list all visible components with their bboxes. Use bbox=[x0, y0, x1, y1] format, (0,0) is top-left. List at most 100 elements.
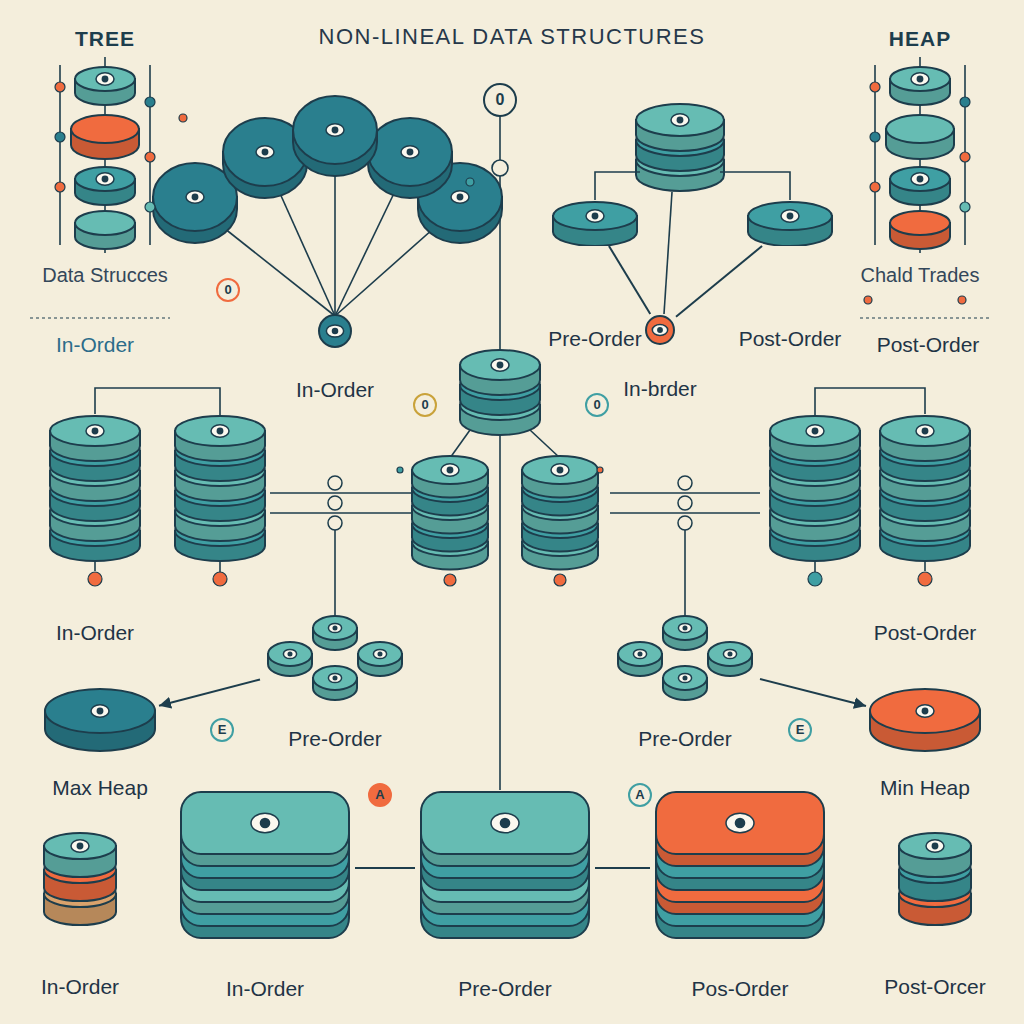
node-shape bbox=[260, 612, 410, 708]
eye-icon bbox=[86, 425, 104, 438]
disc-top bbox=[770, 416, 860, 446]
eye-icon bbox=[401, 146, 419, 159]
eye-pupil bbox=[922, 708, 929, 715]
disc-top bbox=[313, 616, 357, 640]
node-label: In-Order bbox=[56, 620, 134, 645]
eye-pupil bbox=[102, 76, 109, 83]
node-label: Pre-Order bbox=[638, 726, 731, 751]
eye-pupil bbox=[77, 843, 84, 850]
node-shape bbox=[175, 788, 355, 948]
wire bbox=[684, 525, 686, 616]
node-label: Pre-Order bbox=[288, 726, 381, 751]
node-label: Post-Orcer bbox=[884, 974, 986, 999]
disc-top bbox=[886, 115, 954, 143]
node-shape bbox=[317, 313, 353, 349]
junction-circle bbox=[328, 516, 342, 530]
junction-circle bbox=[678, 516, 692, 530]
node-shape bbox=[45, 413, 145, 588]
eye-icon bbox=[71, 840, 89, 853]
node-label: In-Order bbox=[296, 377, 374, 402]
structure-node: Pre-Order bbox=[260, 612, 410, 751]
node-shape bbox=[610, 612, 760, 708]
wire bbox=[924, 561, 926, 571]
eye-icon bbox=[441, 464, 459, 477]
eye-pupil bbox=[727, 651, 732, 656]
eye-pupil bbox=[377, 651, 382, 656]
dot bbox=[864, 296, 872, 304]
structure-node: Pre-Order bbox=[548, 200, 641, 351]
disc-top bbox=[663, 666, 707, 690]
structure-node: Min Heap bbox=[866, 685, 984, 800]
structure-node: In-Order bbox=[175, 788, 355, 1001]
eye-icon bbox=[211, 425, 229, 438]
dot bbox=[870, 182, 880, 192]
node-shape bbox=[41, 685, 159, 757]
slab-top bbox=[656, 792, 824, 854]
disc-top bbox=[175, 416, 265, 446]
callout-number: E bbox=[210, 718, 234, 742]
eye-icon bbox=[781, 210, 799, 223]
eye-icon bbox=[326, 325, 343, 337]
disc-top bbox=[553, 202, 637, 230]
node-shape bbox=[549, 200, 641, 246]
dot bbox=[444, 574, 456, 586]
structure-node: In-brder bbox=[623, 314, 697, 401]
node-shape bbox=[644, 314, 676, 346]
dot bbox=[597, 467, 603, 473]
dot bbox=[870, 132, 880, 142]
eye-icon bbox=[326, 124, 344, 137]
wire bbox=[270, 512, 420, 514]
disc-top bbox=[522, 456, 598, 484]
eye-pupil bbox=[332, 328, 339, 335]
wire bbox=[860, 317, 990, 318]
node-label: Pre-Order bbox=[458, 976, 551, 1001]
dot bbox=[466, 178, 474, 186]
node-shape bbox=[855, 57, 985, 253]
wire bbox=[664, 192, 672, 314]
node-label: In-brder bbox=[623, 376, 697, 401]
eye-pupil bbox=[932, 843, 939, 850]
wire bbox=[450, 430, 470, 458]
wire bbox=[720, 172, 790, 200]
junction-circle bbox=[328, 496, 342, 510]
dot bbox=[145, 202, 155, 212]
eye-icon bbox=[723, 649, 736, 658]
disc-top bbox=[75, 211, 135, 235]
eye-icon bbox=[911, 173, 929, 186]
junction-circle bbox=[492, 160, 508, 176]
node-shape bbox=[650, 788, 830, 948]
eye-icon bbox=[491, 359, 509, 372]
dot bbox=[55, 182, 65, 192]
eye-icon bbox=[586, 210, 604, 223]
eye-pupil bbox=[332, 625, 337, 630]
disc-top bbox=[71, 115, 139, 143]
wire bbox=[219, 561, 221, 572]
node-shape bbox=[744, 200, 836, 246]
structure-node: In-Order bbox=[39, 830, 121, 999]
node-shape bbox=[39, 830, 121, 930]
wire bbox=[815, 388, 925, 420]
callout-number: 0 bbox=[585, 393, 609, 417]
slab-top bbox=[181, 792, 349, 854]
eye-pupil bbox=[332, 675, 337, 680]
dot bbox=[55, 82, 65, 92]
junction-circle bbox=[678, 496, 692, 510]
eye-icon bbox=[251, 813, 279, 833]
disc-top bbox=[268, 642, 312, 666]
eye-pupil bbox=[262, 149, 269, 156]
dot bbox=[213, 572, 227, 586]
node-label: Pos-Order bbox=[692, 976, 789, 1001]
callout-number: E bbox=[788, 718, 812, 742]
dot bbox=[554, 574, 566, 586]
eye-pupil bbox=[457, 194, 464, 201]
disc-top bbox=[45, 689, 155, 733]
eye-pupil bbox=[787, 213, 794, 220]
connector bbox=[595, 867, 650, 869]
eye-icon bbox=[633, 649, 646, 658]
eye-icon bbox=[806, 425, 824, 438]
node-shape bbox=[894, 830, 976, 930]
structure-node: In-Order bbox=[45, 413, 145, 645]
wire bbox=[530, 430, 560, 458]
section-label: Post-Order bbox=[877, 332, 980, 357]
eye-pupil bbox=[407, 149, 414, 156]
